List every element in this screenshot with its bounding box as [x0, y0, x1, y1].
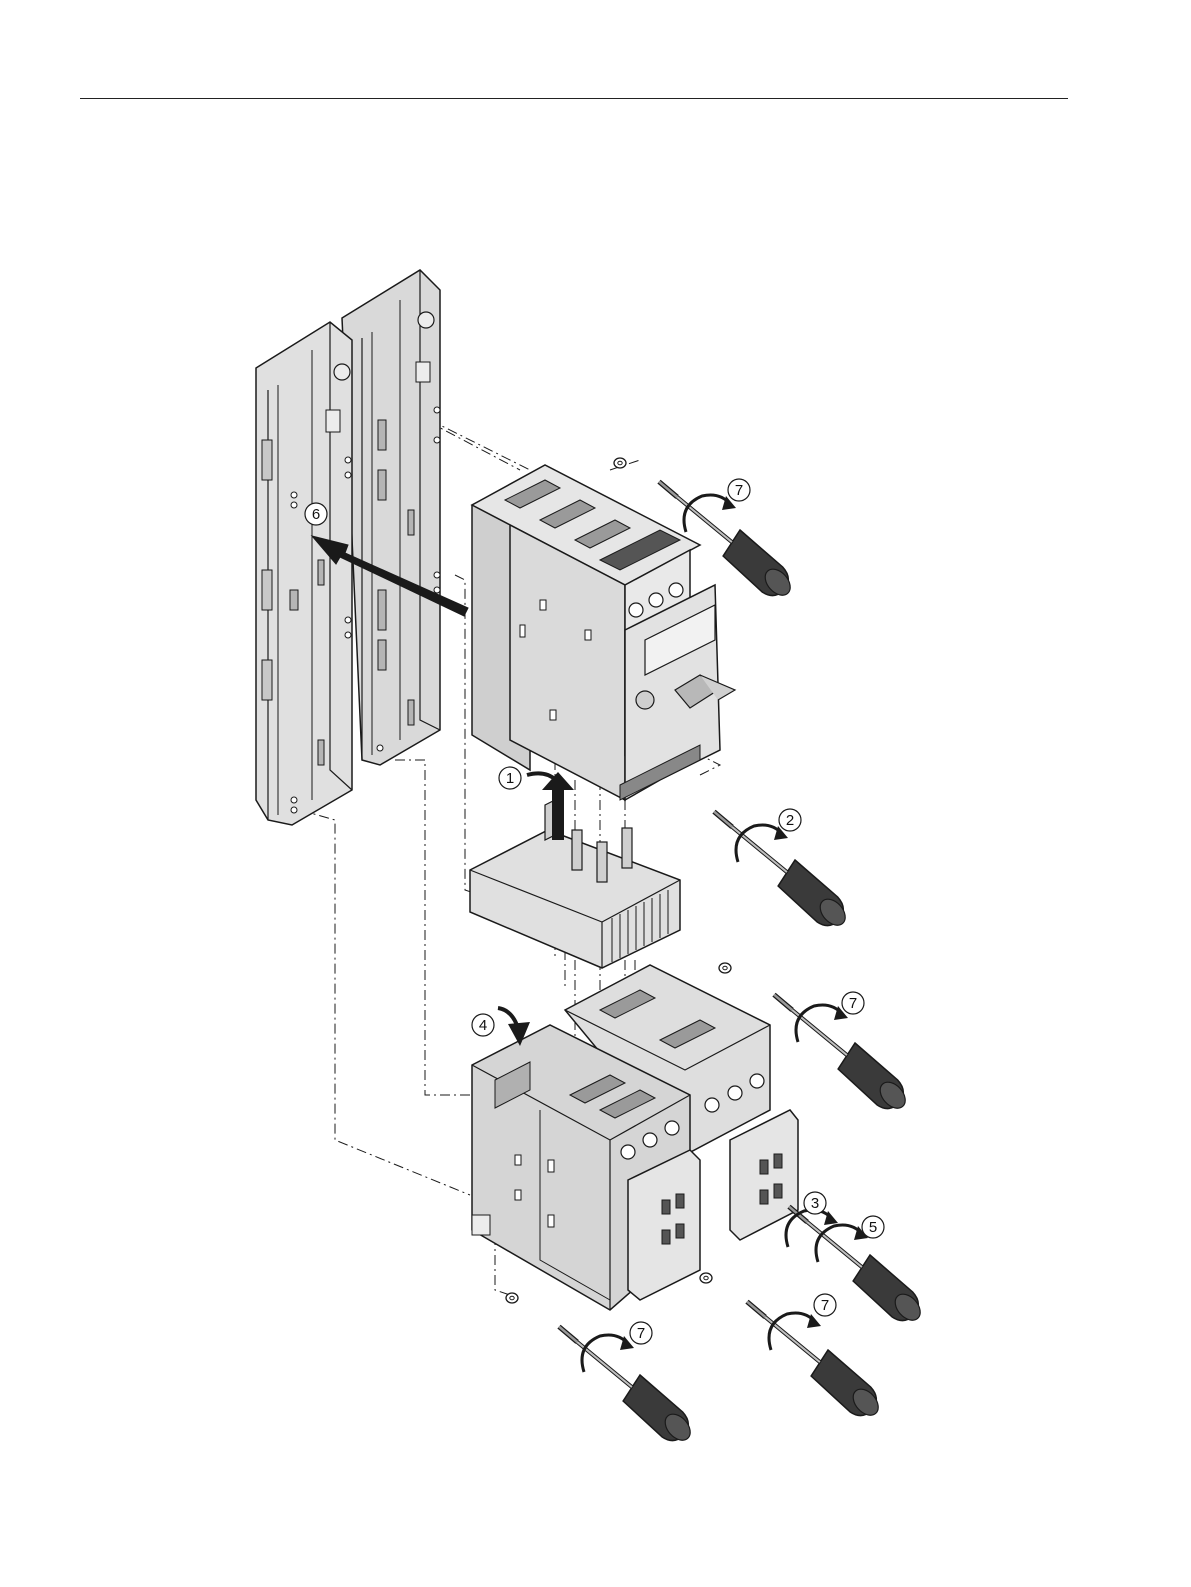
contactor-assembly [472, 965, 798, 1310]
callout-1: 1 [499, 767, 521, 789]
callout-3: 3 [804, 1192, 826, 1214]
callout-6: 6 [305, 503, 327, 525]
callout-7-right: 7 [842, 992, 864, 1014]
mounting-rail-front [256, 322, 352, 825]
callout-2: 2 [779, 809, 801, 831]
callout-5: 5 [862, 1216, 884, 1238]
callout-7-top: 7 [728, 479, 750, 501]
callout-7-top-label: 7 [735, 482, 743, 499]
screwdriver-bottom-left [506, 1293, 713, 1448]
callout-3-label: 3 [811, 1195, 819, 1212]
circuit-breaker [472, 465, 735, 800]
callout-7-bottom-left: 7 [630, 1322, 652, 1344]
callout-7-bottom-right-label: 7 [821, 1297, 829, 1314]
screwdriver-step3-5 [766, 1207, 943, 1329]
callout-6-label: 6 [312, 506, 320, 523]
callout-7-bottom-right: 7 [814, 1294, 836, 1316]
callout-2-label: 2 [786, 812, 794, 829]
screwdriver-step2 [691, 812, 868, 934]
callout-4: 4 [472, 1014, 494, 1036]
callout-7-bottom-left-label: 7 [637, 1325, 645, 1342]
callout-5-label: 5 [869, 1219, 877, 1236]
mounting-rail-rear [342, 270, 440, 765]
callout-7-right-label: 7 [849, 995, 857, 1012]
callout-1-label: 1 [506, 770, 514, 787]
callout-4-label: 4 [479, 1017, 487, 1034]
